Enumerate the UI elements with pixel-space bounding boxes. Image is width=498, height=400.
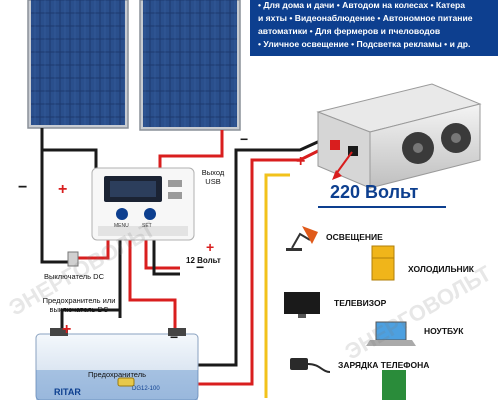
charge-controller	[91, 167, 195, 241]
banner-line: • Уличное освещение • Подсветка рекламы …	[258, 39, 471, 49]
fuse-or-switch-label: Предохранитель или выключатель DC	[42, 296, 116, 314]
minus-marker: −	[240, 131, 248, 147]
set-label: SET	[142, 223, 152, 229]
plus-marker: +	[62, 321, 71, 338]
banner-line: автоматики • Для фермеров и пчеловодов	[258, 26, 441, 36]
dc-switch	[67, 251, 79, 267]
appliance-phone-charging: ЗАРЯДКА ТЕЛЕФОНА	[338, 360, 430, 370]
plus-marker: +	[206, 239, 214, 255]
laptop-icon	[366, 321, 416, 346]
minus-marker: −	[170, 329, 178, 345]
usb-port-2	[168, 192, 182, 199]
fuse-label: Предохранитель	[88, 370, 147, 379]
appliance-fridge: ХОЛОДИЛЬНИК	[408, 264, 474, 274]
solar-panel-right	[139, 0, 241, 131]
battery-model: DG12-100	[132, 386, 160, 392]
minus-marker: −	[196, 259, 204, 275]
appliance-lighting: ОСВЕЩЕНИЕ	[326, 232, 383, 242]
battery-brand: RITAR	[54, 387, 81, 397]
fridge-icon	[371, 245, 395, 281]
set-button[interactable]	[144, 208, 156, 220]
phone-charger-icon	[290, 358, 406, 400]
solar-panel-left	[27, 0, 129, 129]
usb-port-1	[168, 180, 182, 187]
banner-line: • Для дома и дачи • Автодом на колесах •…	[258, 0, 466, 10]
inverter	[316, 83, 482, 189]
minus-marker: −	[18, 179, 27, 196]
plus-marker: +	[296, 153, 305, 170]
battery	[35, 328, 199, 400]
menu-button[interactable]	[116, 208, 128, 220]
ac-arrow	[335, 151, 353, 175]
12v-label: 12 Вольт	[186, 256, 221, 265]
banner-line: и яхты • Видеонаблюдение • Автономное пи…	[258, 13, 473, 23]
dc-switch-label: Выключатель DC	[44, 272, 104, 281]
220v-title: 220 Вольт	[318, 180, 446, 208]
appliance-laptop: НОУТБУК	[424, 326, 464, 336]
appliance-tv: ТЕЛЕВИЗОР	[334, 298, 387, 308]
fuse	[117, 377, 135, 387]
applications-banner: • Для дома и дачи • Автодом на колесах •…	[250, 0, 498, 56]
menu-label: MENU	[114, 223, 129, 229]
usb-output-label: Выход USB	[201, 168, 225, 186]
tv-icon	[284, 292, 320, 318]
desk-lamp-icon	[286, 226, 318, 251]
plus-marker: +	[58, 181, 67, 198]
